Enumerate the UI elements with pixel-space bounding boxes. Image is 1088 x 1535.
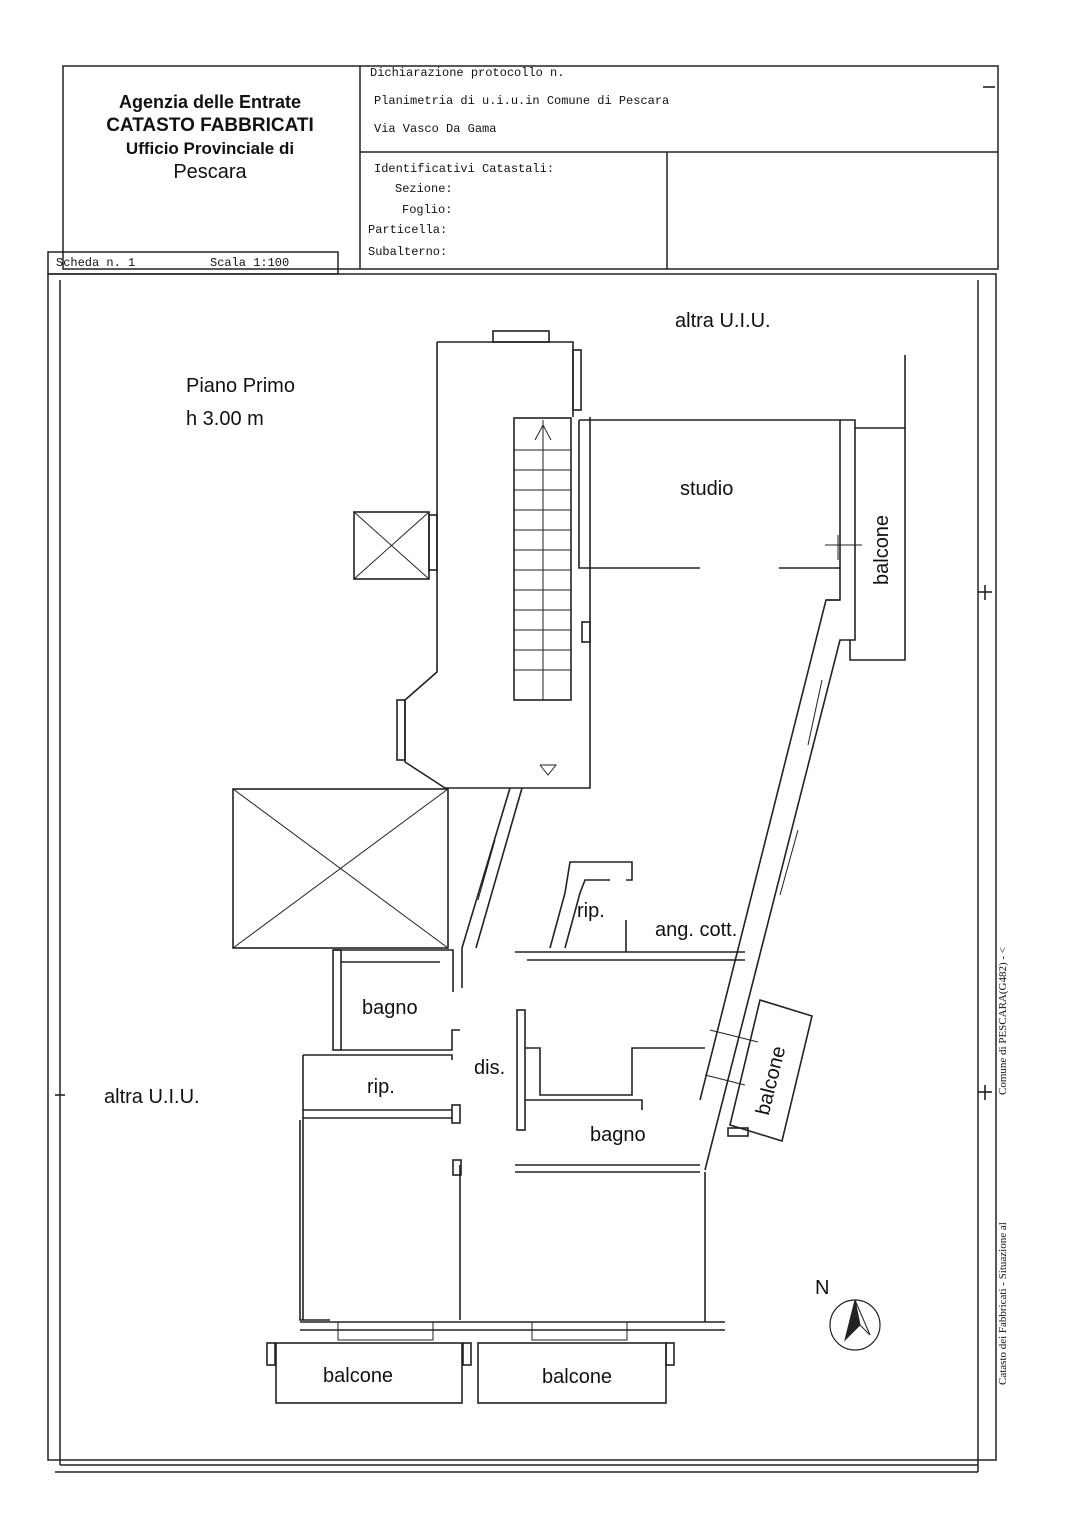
rip-left-label: rip. [367,1076,395,1098]
address: Via Vasco Da Gama [374,122,497,136]
dis-label: dis. [474,1057,506,1079]
other-unit-top-label: altra U.I.U. [675,310,771,332]
agency-name: Agenzia delle Entrate [118,92,302,112]
bagno-left-label: bagno [362,997,418,1019]
floor-name: Piano Primo [186,375,295,397]
balcone-bottom-left-label: balcone [323,1365,394,1387]
balcone-bottom-right-label: balcone [542,1366,613,1388]
floor-height: h 3.00 m [186,408,264,430]
north-label: N [815,1277,830,1299]
agency-block: Agenzia delle Entrate CATASTO FABBRICATI… [70,92,350,184]
sheet-label: Foglio: [402,203,453,217]
side-stamp-comune: Comune di PESCARA(G482) - < [997,947,1009,1095]
balcone-east-label: balcone [871,514,893,585]
kitchen-label: ang. cott. [655,919,738,941]
rip-top-label: rip. [577,900,605,922]
parcel-label: Particella: [368,223,448,237]
bagno-right-label: bagno [590,1124,646,1146]
subordinate-label: Subalterno: [368,245,448,259]
catasto-title: CATASTO FABBRICATI [106,115,314,136]
scale-label: Scala 1:100 [210,256,290,270]
office-city: Pescara [173,161,247,183]
studio-label: studio [680,478,734,500]
identifiers-title: Identificativi Catastali: [374,162,555,176]
office-name: Ufficio Provinciale di [125,139,295,158]
declaration-label: Dichiarazione protocollo n. [370,66,565,80]
section-label: Sezione: [395,182,453,196]
card-label: Scheda n. 1 [56,256,136,270]
plan-description: Planimetria di u.i.u.in Comune di Pescar… [374,94,670,108]
other-unit-left-label: altra U.I.U. [104,1086,200,1108]
side-stamp: Catasto dei Fabbricati - Situazione al [997,1222,1009,1385]
